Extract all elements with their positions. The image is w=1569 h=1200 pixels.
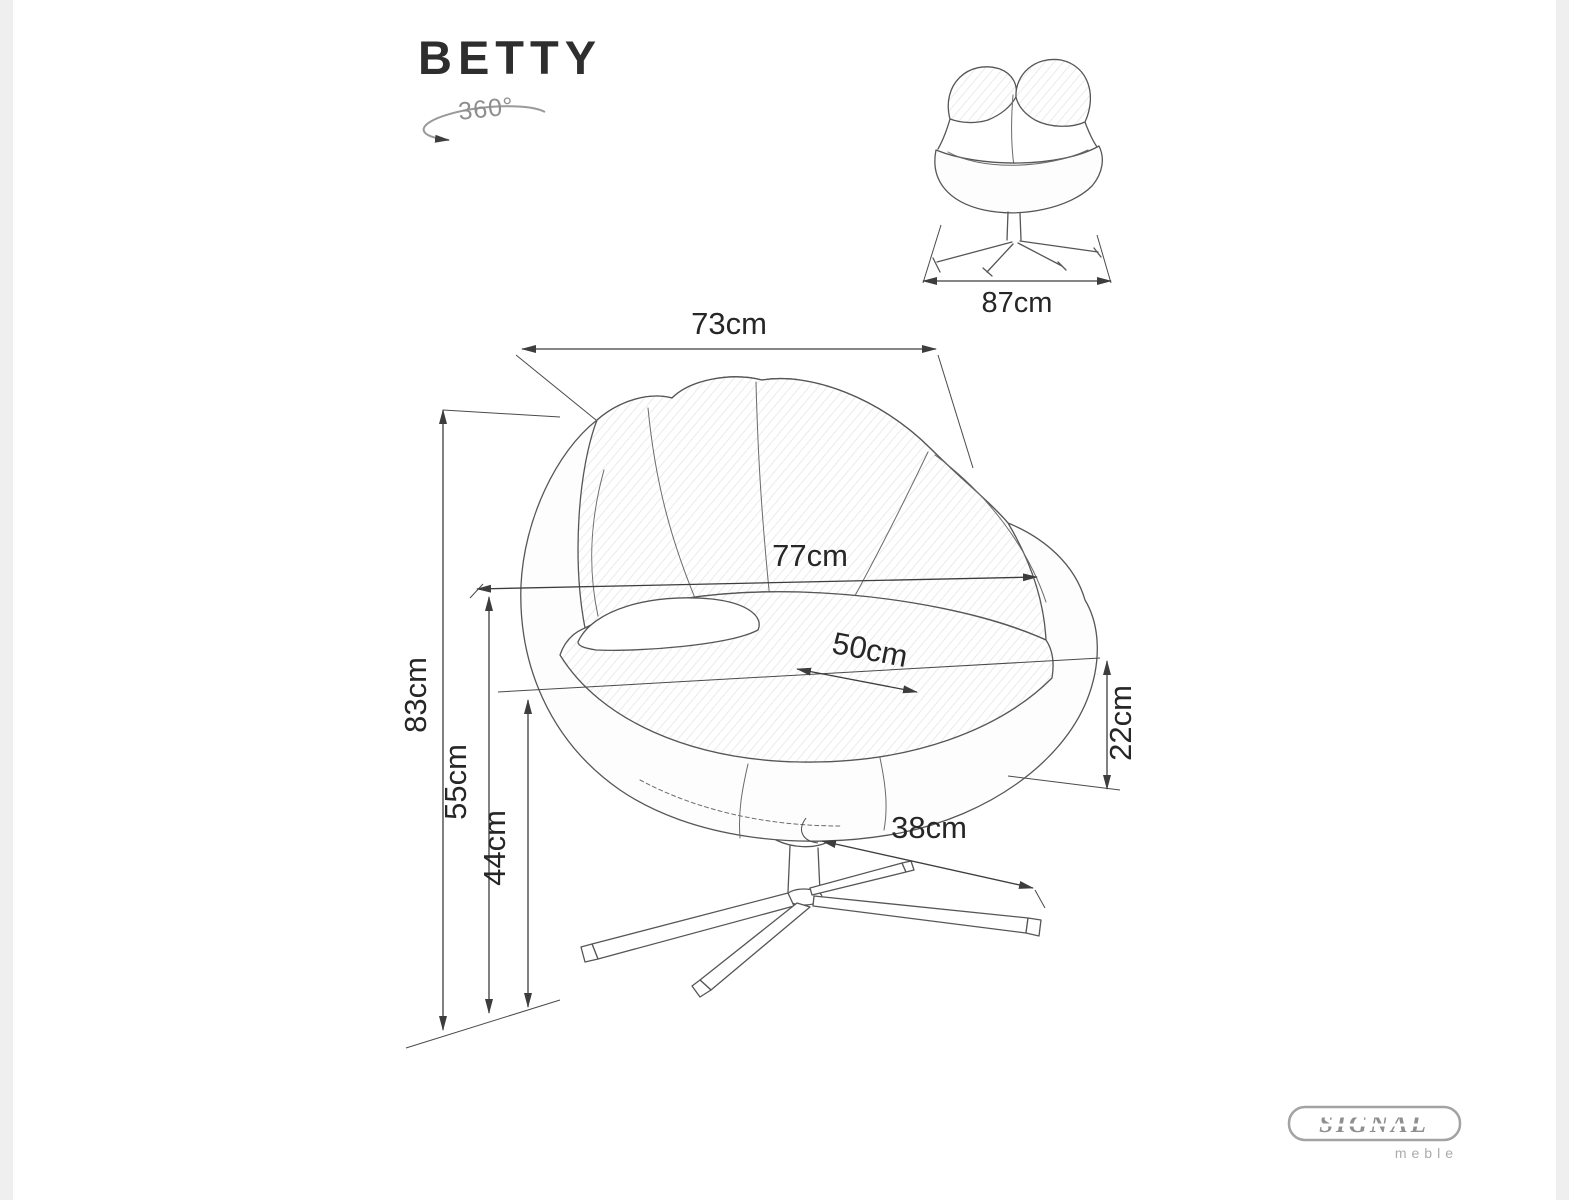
dim-83: 83cm [398,409,561,1031]
dim-label-cushion-height: 22cm [1103,685,1138,761]
dimension-line [821,840,1034,889]
dimension-line [796,667,918,694]
rotation-360-icon: 360° [422,92,546,143]
dim-55: 55cm [438,596,493,1014]
brand-subtitle: meble [1395,1145,1458,1161]
extension-line [442,409,561,418]
product-title: BETTY [418,31,602,84]
pedestal-column [787,845,821,893]
dim-label-total-height: 83cm [398,657,433,733]
dim-73: 73cm [515,306,974,469]
base-foot-left [580,943,599,963]
page-edge-right [1556,0,1569,1200]
dim-label-base-arm: 38cm [891,810,967,845]
small-chair-pedestal [1006,211,1022,241]
small-chair-seat-shell [934,145,1103,214]
dimension-line [476,573,1038,593]
dim-label-seat-height: 44cm [477,810,512,886]
extension-line [922,224,942,284]
base-foot-front [691,979,712,998]
shell-inner-edge [591,469,605,617]
lumbar-pillow [577,597,760,651]
base-arm-back [809,862,907,896]
page-edge-left [0,0,13,1200]
rotation-arrow-icon [422,105,546,143]
dim-label-side-depth: 87cm [982,287,1053,319]
small-chair-base-feet [932,247,1102,277]
base-foot-right [1025,917,1042,937]
dim-22: 22cm [1007,660,1138,791]
extension-line [1096,234,1112,284]
small-chair-back-left-lobe [947,66,1018,124]
small-chair-center-seam [1011,94,1015,167]
small-chair-seat-edge [947,149,1089,166]
dim-label-inner-width: 77cm [772,538,848,573]
main-chair-drawing [520,376,1098,998]
small-chair-drawing [932,58,1103,277]
arm-cushion-seam [934,454,1047,603]
dim-77: 77cm [469,538,1038,599]
extension-line [515,354,597,421]
back-cushion-seam [755,381,771,601]
extension-line [1007,775,1121,791]
small-chair-base-arms [936,240,1099,273]
base-arm-right [812,895,1029,934]
extension-line [1034,889,1046,909]
base-arm-left [591,892,795,960]
small-chair-back-right-lobe [1015,58,1092,127]
brand-logo: SIGNAL meble [1287,1105,1462,1161]
leader-hook [801,817,819,844]
rotation-label: 360° [457,92,515,126]
dim-38: 38cm [801,810,1046,909]
extension-line [937,354,974,469]
shell-front-seams [739,757,887,839]
dim-44: 44cm [477,699,532,1008]
shell-stitch-line [639,779,841,827]
dim-label-top-width: 73cm [691,306,767,341]
extension-line [469,583,484,599]
floor-extension-line [405,999,561,1049]
logo-frame [1287,1105,1462,1142]
dim-87: 87cm [922,224,1112,319]
small-chair-back-sides [937,118,1098,150]
dim-label-back-height: 55cm [438,744,473,820]
